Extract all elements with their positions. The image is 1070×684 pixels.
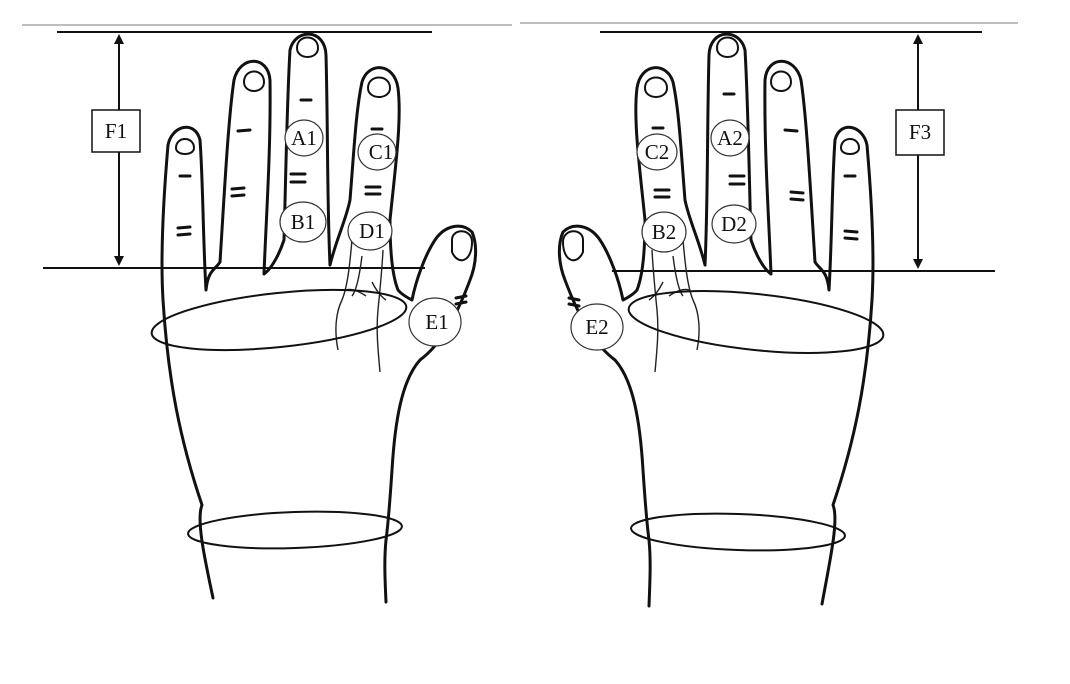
left-label-a-text: A1 bbox=[291, 126, 317, 150]
left-middle-nail bbox=[297, 38, 318, 58]
left-ring-nail bbox=[244, 72, 264, 92]
left-label-a: A1 bbox=[285, 120, 323, 156]
right-thumb-nail bbox=[563, 231, 583, 260]
left-label-b: B1 bbox=[280, 202, 326, 242]
left-label-b-text: B1 bbox=[291, 210, 316, 234]
left-hand: F1 bbox=[43, 32, 476, 602]
right-label-d: D2 bbox=[712, 205, 756, 243]
left-label-c-text: C1 bbox=[369, 140, 394, 164]
left-wrist-band bbox=[187, 508, 402, 551]
right-ring-nail bbox=[771, 72, 791, 92]
left-label-d: D1 bbox=[348, 212, 392, 250]
right-label-e: E2 bbox=[571, 304, 623, 350]
right-f-label-box: F3 bbox=[896, 110, 944, 155]
left-label-d-text: D1 bbox=[359, 219, 385, 243]
left-label-e-text: E1 bbox=[425, 310, 448, 334]
right-middle-nail bbox=[717, 38, 738, 58]
right-f-label: F3 bbox=[909, 120, 931, 144]
right-label-e-text: E2 bbox=[585, 315, 608, 339]
left-index-nail bbox=[368, 78, 390, 98]
left-label-e: E1 bbox=[409, 298, 461, 346]
right-wrist-band bbox=[630, 510, 845, 553]
left-label-c: C1 bbox=[358, 134, 396, 170]
left-knuckle-band bbox=[149, 280, 409, 360]
left-thumb-nail bbox=[452, 231, 472, 260]
left-f-label: F1 bbox=[105, 119, 127, 143]
left-pinky-nail bbox=[176, 139, 194, 154]
left-f-label-box: F1 bbox=[92, 110, 140, 152]
right-label-b: B2 bbox=[642, 212, 686, 252]
right-label-a-text: A2 bbox=[717, 126, 743, 150]
right-hand: F3 bbox=[559, 32, 995, 606]
right-label-d-text: D2 bbox=[721, 212, 747, 236]
right-index-tendon bbox=[683, 240, 699, 350]
right-index-tendon-3 bbox=[652, 250, 658, 372]
right-label-a: A2 bbox=[711, 120, 749, 156]
right-label-c: C2 bbox=[637, 134, 677, 170]
right-knuckle-band bbox=[626, 281, 886, 363]
right-label-b-text: B2 bbox=[652, 220, 677, 244]
right-knuckle-creases bbox=[569, 94, 857, 306]
right-label-c-text: C2 bbox=[645, 140, 670, 164]
left-index-tendon bbox=[336, 240, 352, 350]
right-index-nail bbox=[645, 78, 667, 98]
right-pinky-nail bbox=[841, 139, 859, 154]
